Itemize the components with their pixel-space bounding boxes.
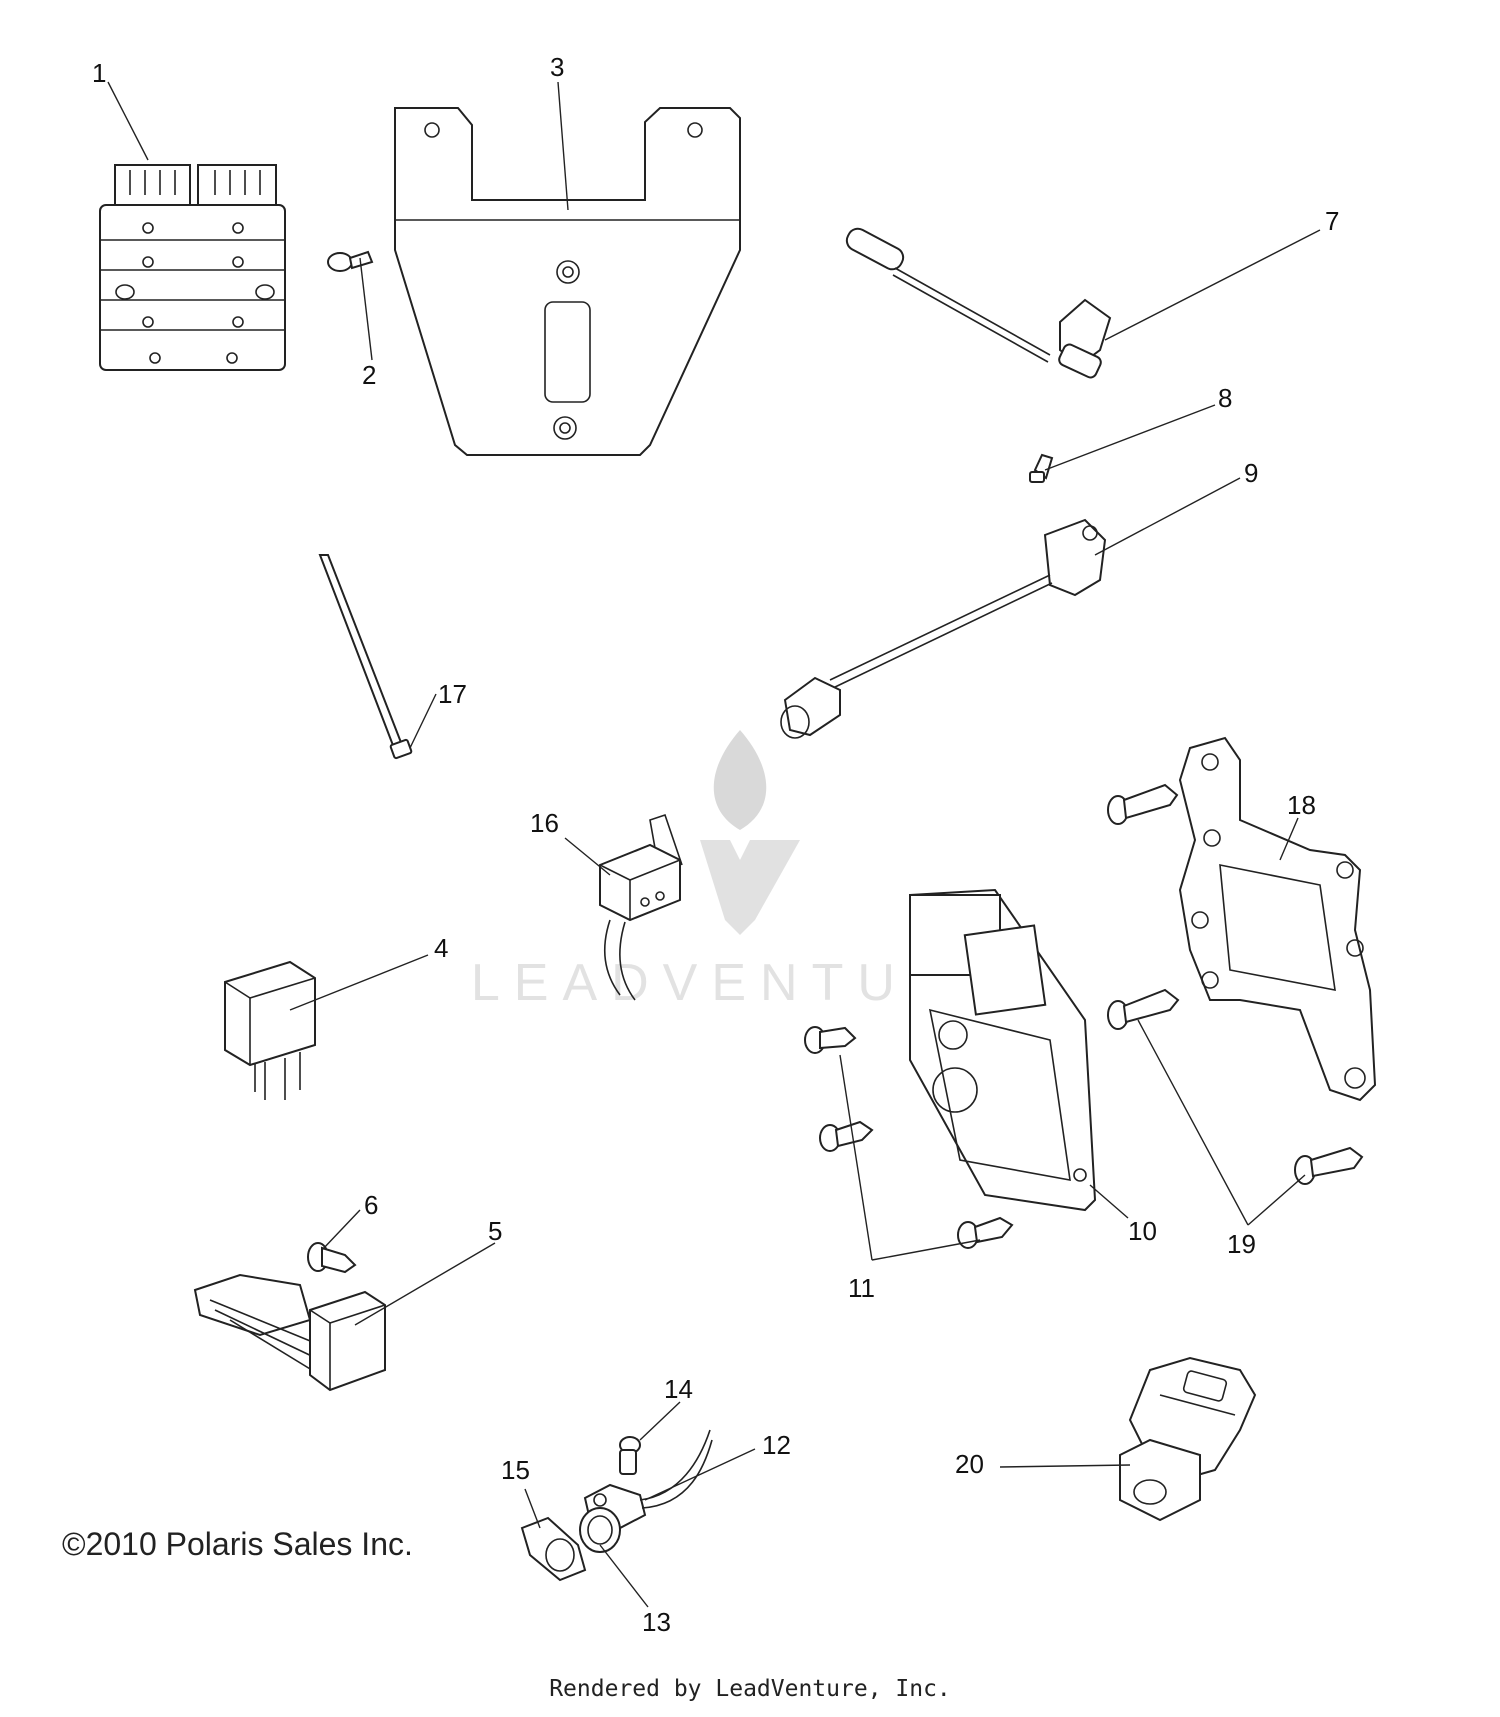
part-6-pin[interactable] [307, 1242, 357, 1274]
part-14-bolt[interactable] [619, 1436, 641, 1475]
callout-2: 2 [362, 360, 376, 390]
callout-6: 6 [364, 1190, 378, 1220]
part-2-screw[interactable] [327, 250, 374, 272]
callout-20: 20 [955, 1449, 984, 1479]
part-15-gasket[interactable] [520, 1516, 587, 1582]
callout-19: 19 [1227, 1229, 1256, 1259]
part-20-sensor[interactable] [1119, 1356, 1257, 1522]
part-19-screws[interactable] [1107, 783, 1364, 1185]
part-1-regulator[interactable] [99, 164, 286, 371]
callout-8: 8 [1218, 383, 1232, 413]
callout-5: 5 [488, 1216, 502, 1246]
part-3-bracket[interactable] [394, 107, 741, 456]
part-17-cable-tie[interactable] [318, 554, 413, 760]
part-9-sensor[interactable] [780, 518, 1107, 739]
part-13-oring[interactable] [579, 1507, 621, 1553]
callout-13: 13 [642, 1607, 671, 1637]
callout-18: 18 [1287, 790, 1316, 820]
callout-10: 10 [1128, 1216, 1157, 1246]
callout-4: 4 [434, 933, 448, 963]
part-16-switch[interactable] [599, 813, 683, 1001]
callout-1: 1 [92, 58, 106, 88]
callout-9: 9 [1244, 458, 1258, 488]
callout-numbers: 1 2 3 4 5 6 7 8 9 10 11 12 13 14 15 16 1… [92, 52, 1339, 1637]
part-4-relay[interactable] [224, 960, 316, 1100]
callout-12: 12 [762, 1430, 791, 1460]
callout-3: 3 [550, 52, 564, 82]
callout-7: 7 [1325, 206, 1339, 236]
part-8-screw[interactable] [1029, 453, 1054, 483]
callout-17: 17 [438, 679, 467, 709]
part-7-sensor[interactable] [843, 225, 1112, 379]
render-credit: Rendered by LeadVenture, Inc. [549, 1676, 951, 1702]
watermark-logo [700, 730, 800, 935]
callout-11: 11 [848, 1273, 875, 1303]
watermark: LEADVENTURE [471, 730, 1009, 1012]
callout-16: 16 [530, 808, 559, 838]
watermark-text: LEADVENTURE [471, 954, 1009, 1012]
callout-15: 15 [501, 1455, 530, 1485]
part-18-bracket[interactable] [1178, 736, 1377, 1102]
callout-14: 14 [664, 1374, 693, 1404]
part-5-harness[interactable] [193, 1273, 386, 1392]
leader-lines [107, 81, 1321, 1608]
copyright-notice: ©2010 Polaris Sales Inc. [62, 1526, 413, 1562]
part-11-screws[interactable] [804, 1026, 1014, 1249]
part-10-ecu[interactable] [909, 888, 1097, 1212]
